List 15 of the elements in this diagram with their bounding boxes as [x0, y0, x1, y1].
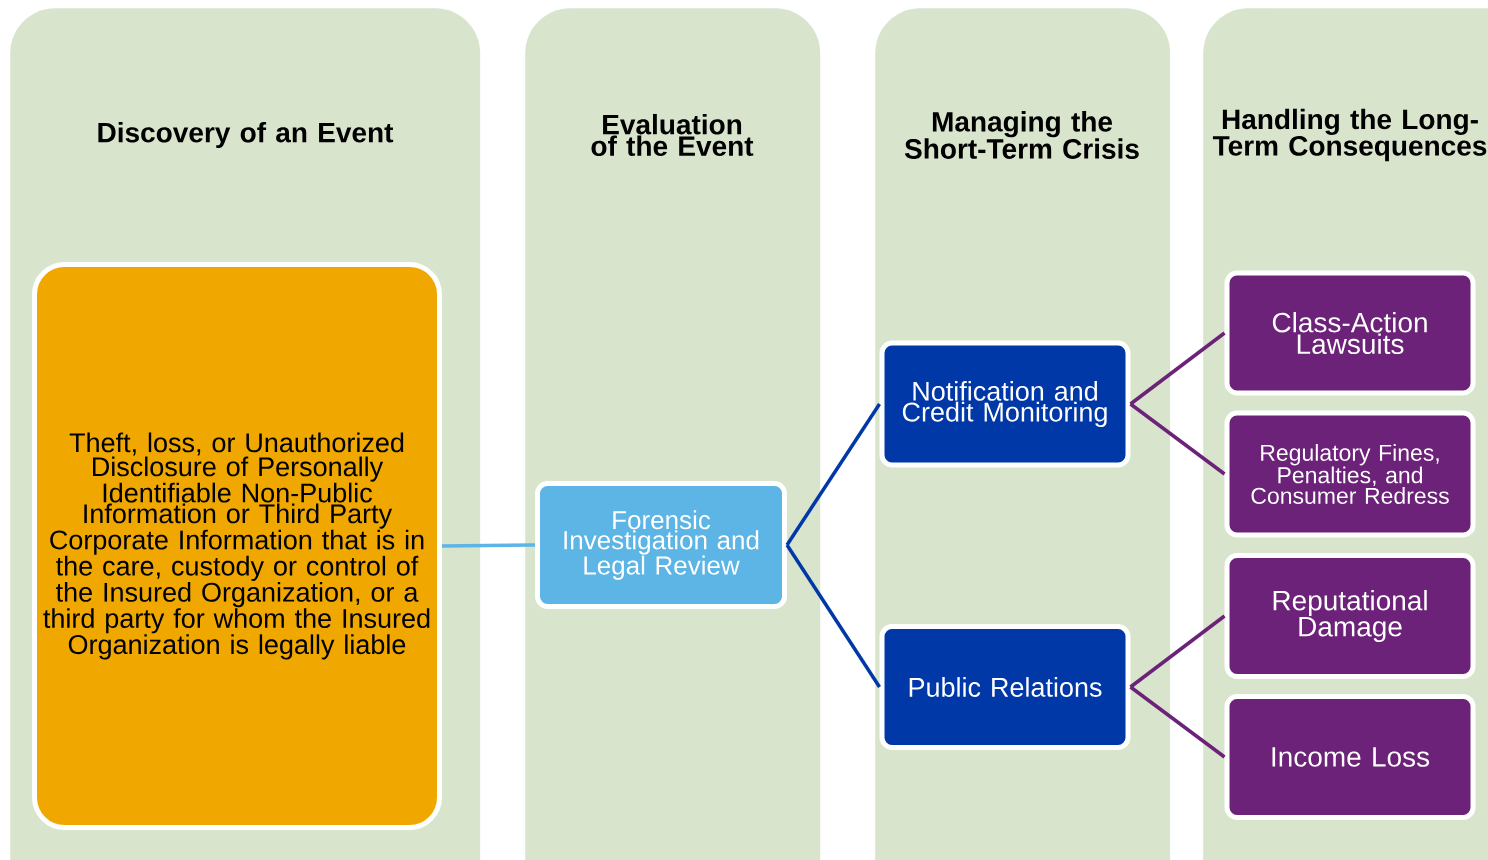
process-box: Notification and Credit Monitoring [879, 340, 1131, 468]
process-box: Regulatory Fines, Penalties, and Consumer Redress [1224, 410, 1476, 538]
connector-line [1129, 331, 1226, 406]
process-box: Public Relations [879, 624, 1131, 750]
connector-line [442, 543, 536, 548]
process-box: Theft, loss, or Unauthorized Disclosure of Personally Identifiable Non-Public Information or Third Party Corporate Information that is in the care, custody or control of the Insured Organization, or a third party for whom the Insured Organization is legally liable [32, 262, 442, 830]
connector-line [1129, 614, 1226, 689]
connector-line [1129, 402, 1226, 476]
connector-line [1129, 685, 1226, 759]
process-box: Reputational Damage [1224, 553, 1476, 679]
connector-line [785, 544, 881, 688]
connector-line [785, 403, 881, 546]
process-box: Income Loss [1224, 694, 1476, 820]
process-box: Forensic Investigation and Legal Review [535, 481, 787, 609]
process-box: Class-Action Lawsuits [1224, 270, 1476, 396]
